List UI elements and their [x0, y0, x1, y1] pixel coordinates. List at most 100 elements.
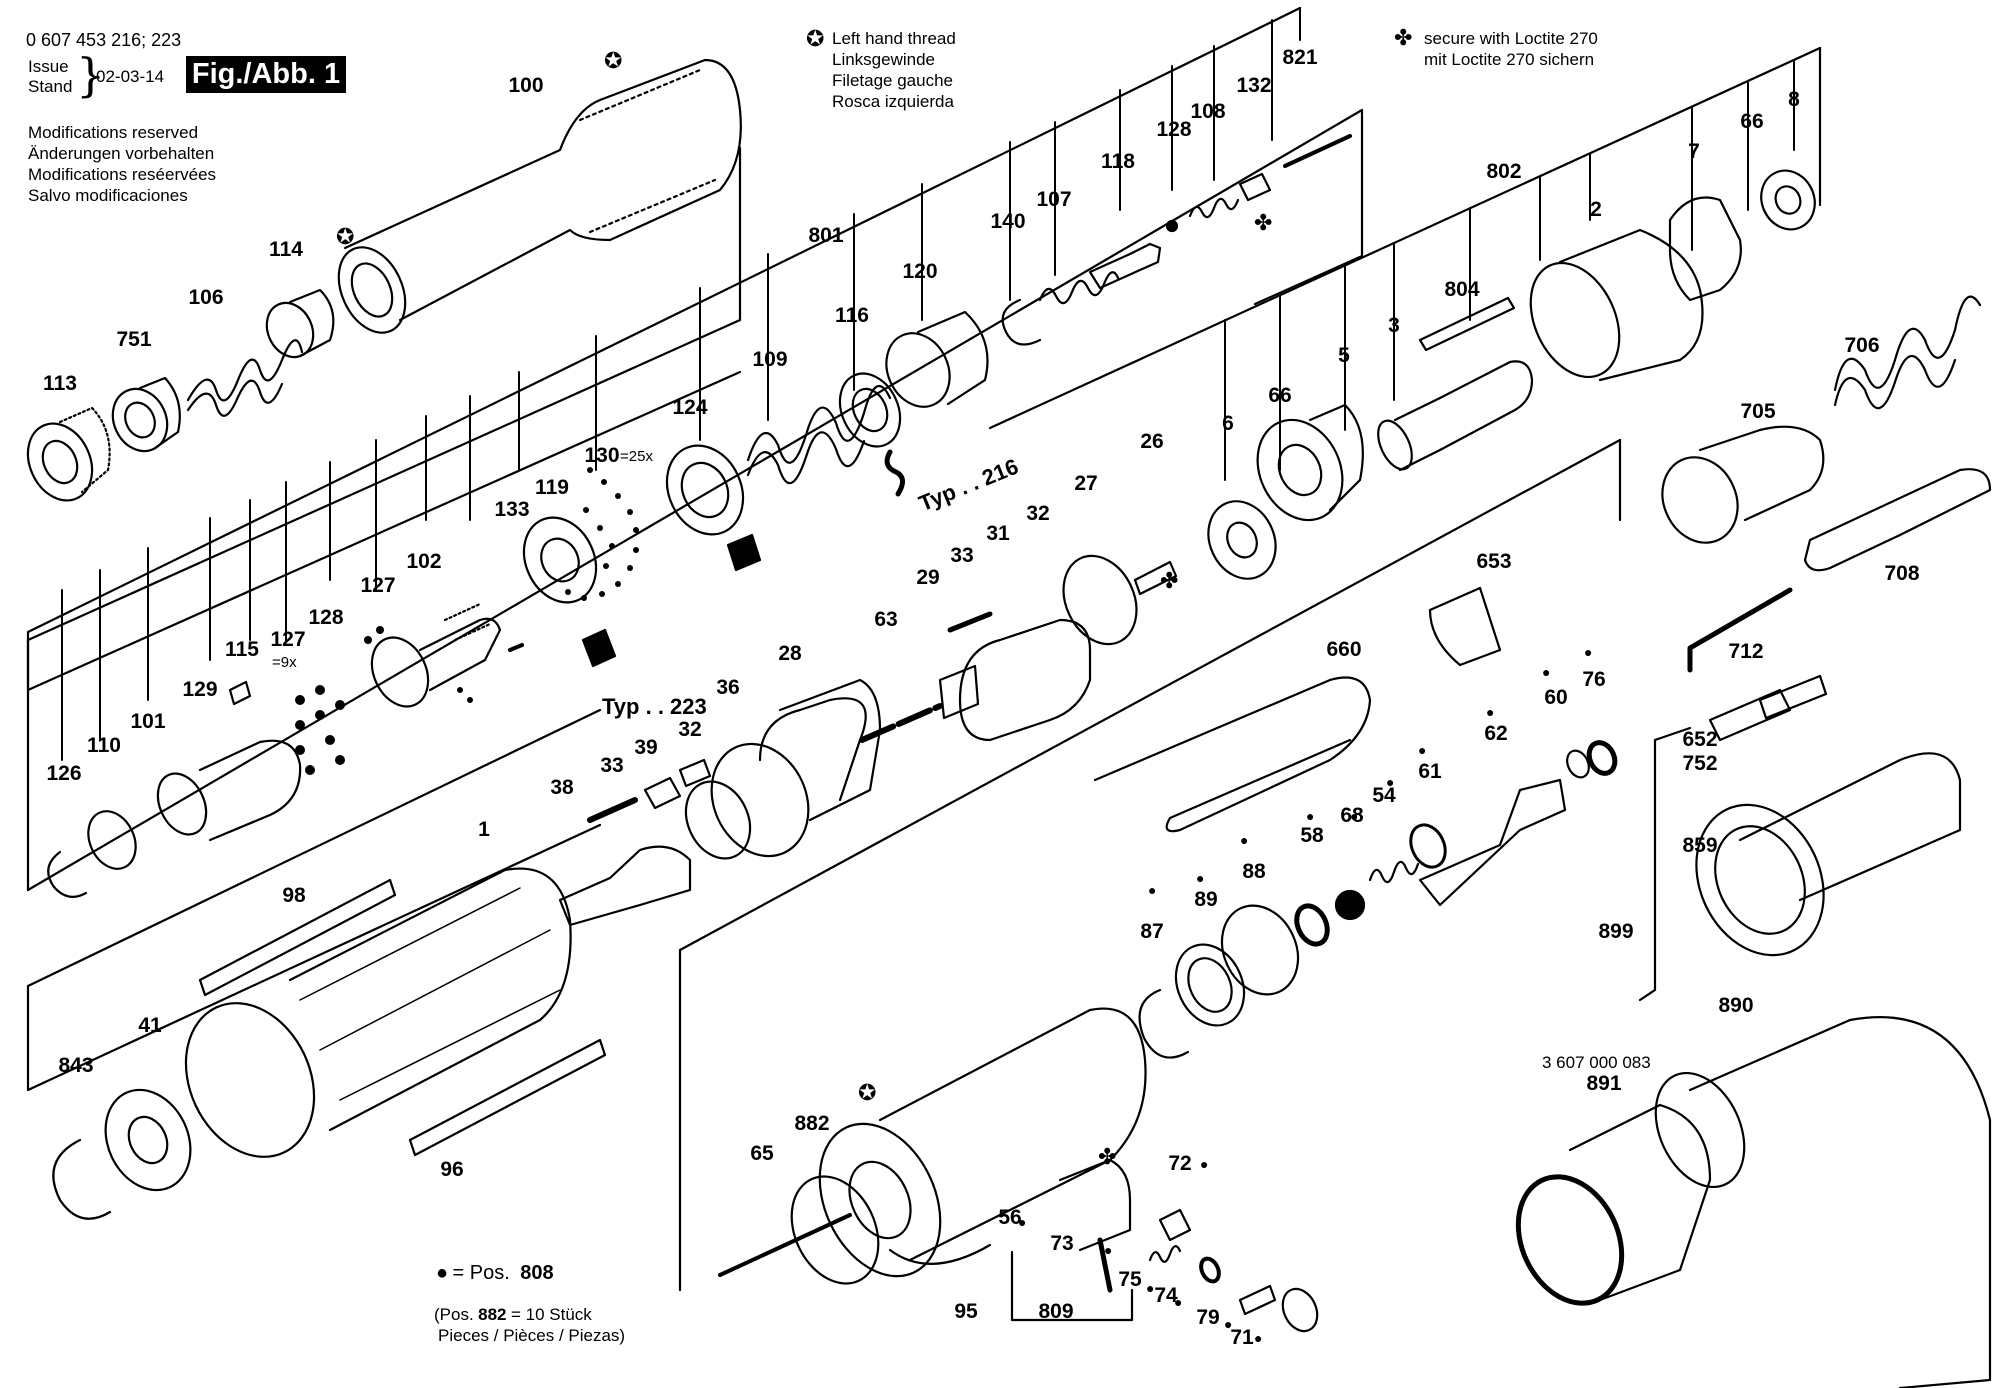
- dot-marker: ●: [1224, 1316, 1233, 1332]
- part-number: 0 607 453 216; 223: [26, 30, 182, 50]
- dot-marker: ●: [1254, 1330, 1263, 1346]
- part-label: 56: [998, 1206, 1022, 1229]
- loctite-clover-icon: ✤: [1098, 1144, 1117, 1169]
- dot-marker: ●: [1584, 644, 1593, 660]
- modification-line: Salvo modificaciones: [28, 186, 188, 205]
- part-label: 708: [1884, 562, 1920, 585]
- part-label: 890: [1718, 994, 1754, 1017]
- dot-marker: ●: [1104, 1242, 1113, 1258]
- part-label: 127: [270, 628, 306, 651]
- part-label: 106: [188, 286, 224, 309]
- part-label: 41: [138, 1014, 162, 1037]
- part-label: 116: [835, 304, 869, 327]
- dot-marker: ●: [1018, 1214, 1027, 1230]
- part-label: 882: [794, 1112, 830, 1135]
- dot-legend-pos: 808: [520, 1262, 554, 1284]
- dot-marker: ●: [1418, 742, 1427, 758]
- modification-line: Modifications reserved: [28, 123, 199, 142]
- part-label: 31: [986, 522, 1010, 545]
- part-label: 88: [1242, 860, 1266, 883]
- part-label: 130: [584, 444, 620, 467]
- part-label: 751: [116, 328, 152, 351]
- part-label: 126: [46, 762, 82, 785]
- stand-label: Stand: [28, 77, 73, 96]
- legend-line: Left hand thread: [832, 29, 956, 48]
- part-label: 804: [1444, 278, 1480, 301]
- part-label: 821: [1282, 46, 1318, 69]
- part-label: 79: [1196, 1306, 1220, 1329]
- part-label: 72: [1168, 1152, 1192, 1175]
- part-label: 100: [508, 74, 544, 97]
- part-label: 899: [1598, 920, 1634, 943]
- legend-line: Rosca izquierda: [832, 92, 954, 111]
- part-label: 76: [1582, 668, 1606, 691]
- valve-handle-group: [718, 586, 1992, 1388]
- part-label: 102: [406, 550, 442, 573]
- left-thread-star-icon: ✪: [604, 48, 623, 73]
- part-label: 54: [1372, 784, 1396, 807]
- legend-line: mit Loctite 270 sichern: [1424, 50, 1595, 69]
- part-label: 124: [672, 396, 708, 419]
- multiplier-130: =25x: [620, 448, 653, 465]
- gear-housing-group: [52, 611, 1092, 1220]
- part-label: 120: [902, 260, 938, 283]
- part-label: 132: [1236, 74, 1272, 97]
- part-label: 801: [808, 224, 844, 247]
- handle-assembly: [26, 58, 742, 502]
- typ-223-label: Typ . . 223: [602, 694, 707, 719]
- figure-badge: Fig./Abb. 1: [186, 56, 346, 93]
- part-label: 73: [1050, 1232, 1074, 1255]
- part-label: 5: [1338, 344, 1350, 367]
- assembly-frame-lines: [26, 6, 1822, 1322]
- dot-legend-text: = Pos.: [452, 1262, 510, 1284]
- legend-line: Linksgewinde: [832, 50, 936, 69]
- part-label: 108: [1190, 100, 1226, 123]
- dot-marker: ●: [1174, 1294, 1183, 1310]
- clover-icon: ✤: [1394, 25, 1413, 50]
- part-label: 706: [1844, 334, 1880, 357]
- part-label: 891: [1586, 1072, 1622, 1095]
- dot-marker: ●: [1386, 774, 1395, 790]
- part-label: 127: [360, 574, 396, 597]
- part-label: 32: [678, 718, 702, 741]
- dot-marker: ●: [1148, 882, 1157, 898]
- note-pos: 882: [478, 1305, 507, 1324]
- part-label: 74: [1154, 1284, 1178, 1307]
- leader-lines: [61, 7, 1795, 761]
- dot-marker: ●: [1350, 808, 1359, 824]
- part-label: 62: [1484, 722, 1508, 745]
- part-label: 109: [752, 348, 788, 371]
- star-circle-icon: ✪: [806, 26, 825, 51]
- part-label: 113: [43, 372, 77, 395]
- part-label: 128: [308, 606, 344, 629]
- part-label: 27: [1074, 472, 1098, 495]
- motor-assembly: [1062, 169, 1992, 673]
- part-label: 752: [1682, 752, 1718, 775]
- left-thread-legend: ✪ Left hand thread Linksgewinde Filetage…: [806, 26, 956, 112]
- part-label: 1: [478, 818, 490, 841]
- part-label: 712: [1728, 640, 1764, 663]
- part-label: 29: [916, 566, 940, 589]
- part-label: 107: [1036, 188, 1072, 211]
- part-label: 129: [182, 678, 218, 701]
- part-label: 115: [225, 638, 259, 661]
- dot-marker: ●: [1542, 664, 1551, 680]
- part-label: 36: [716, 676, 740, 699]
- part-label: 96: [440, 1158, 464, 1181]
- clutch-group: [47, 134, 1352, 898]
- part-label: 653: [1476, 550, 1512, 573]
- part-label: 802: [1486, 160, 1522, 183]
- part-label: 66: [1268, 384, 1292, 407]
- multiplier-127: =9x: [272, 654, 297, 671]
- part-label: 75: [1118, 1268, 1142, 1291]
- part-label: 32: [1026, 502, 1050, 525]
- dot-marker: ●: [1200, 1156, 1209, 1172]
- note-text: Pieces / Pièces / Piezas): [438, 1326, 626, 1345]
- note-text: (Pos.: [434, 1305, 474, 1324]
- issue-date: 02-03-14: [96, 67, 165, 86]
- part-label: 89: [1194, 888, 1218, 911]
- loctite-clover-icon: ✤: [1160, 568, 1179, 593]
- part-label: 8: [1788, 88, 1800, 111]
- dot-marker: ●: [1306, 808, 1315, 824]
